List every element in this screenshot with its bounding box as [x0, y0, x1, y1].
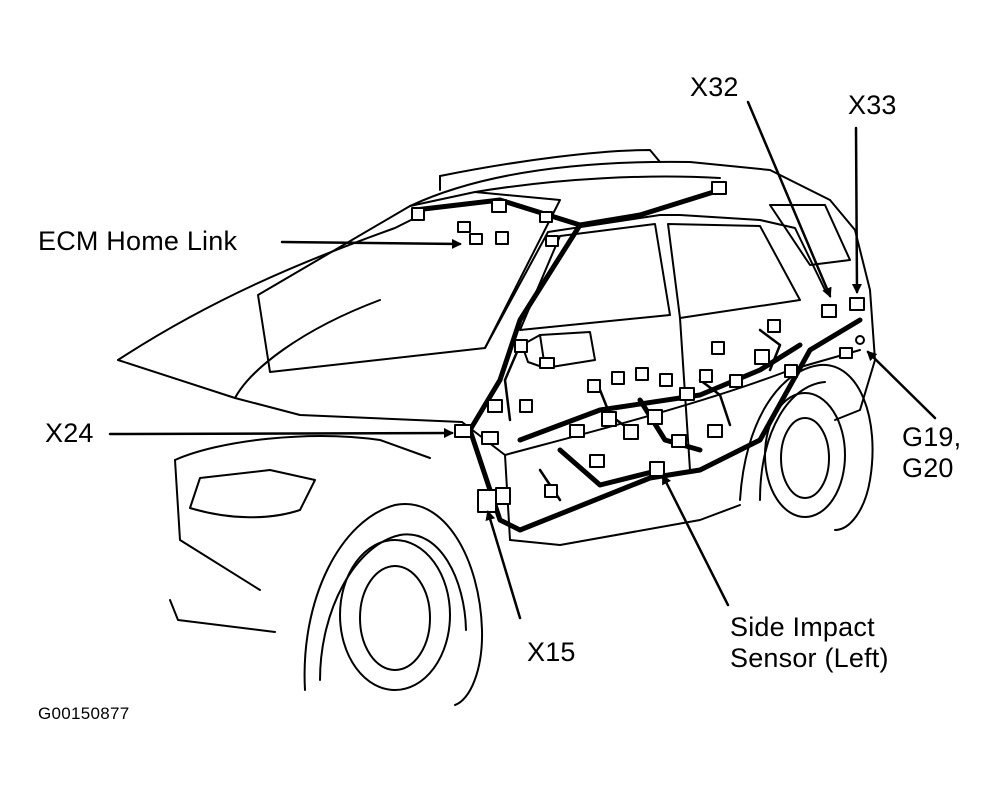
wiring-harness: [412, 187, 863, 533]
leader-g19-g20: [866, 350, 937, 420]
callout-g20-text: G20: [902, 453, 954, 483]
callout-g19-text: G19,: [902, 422, 962, 452]
callout-side-impact-sensor-label: Side Impact Sensor (Left): [730, 612, 889, 674]
callout-g19-g20-label: G19, G20: [902, 422, 961, 484]
harness-connectors: [411, 181, 865, 513]
callout-ecm-home-link-label: ECM Home Link: [38, 226, 238, 256]
leader-x24: [108, 428, 454, 439]
leader-x15: [485, 510, 522, 620]
front-wheel: [303, 502, 484, 706]
leader-side-impact: [661, 474, 730, 607]
leader-ecm-home-link: [280, 238, 462, 249]
leader-x32: [746, 100, 832, 298]
vehicle-body-outline: [117, 149, 876, 633]
callout-x24-label: X24: [45, 418, 94, 448]
callout-side-impact-line2: Sensor (Left): [730, 643, 889, 673]
rear-wheel: [739, 363, 874, 531]
callout-side-impact-line1: Side Impact: [730, 612, 875, 642]
leader-x33: [851, 126, 862, 294]
figure-id: G00150877: [38, 704, 130, 723]
callout-x15-label: X15: [527, 637, 576, 667]
callout-leaders: [108, 100, 937, 620]
callout-x32-label: X32: [690, 72, 739, 102]
callout-x33-label: X33: [848, 90, 897, 120]
